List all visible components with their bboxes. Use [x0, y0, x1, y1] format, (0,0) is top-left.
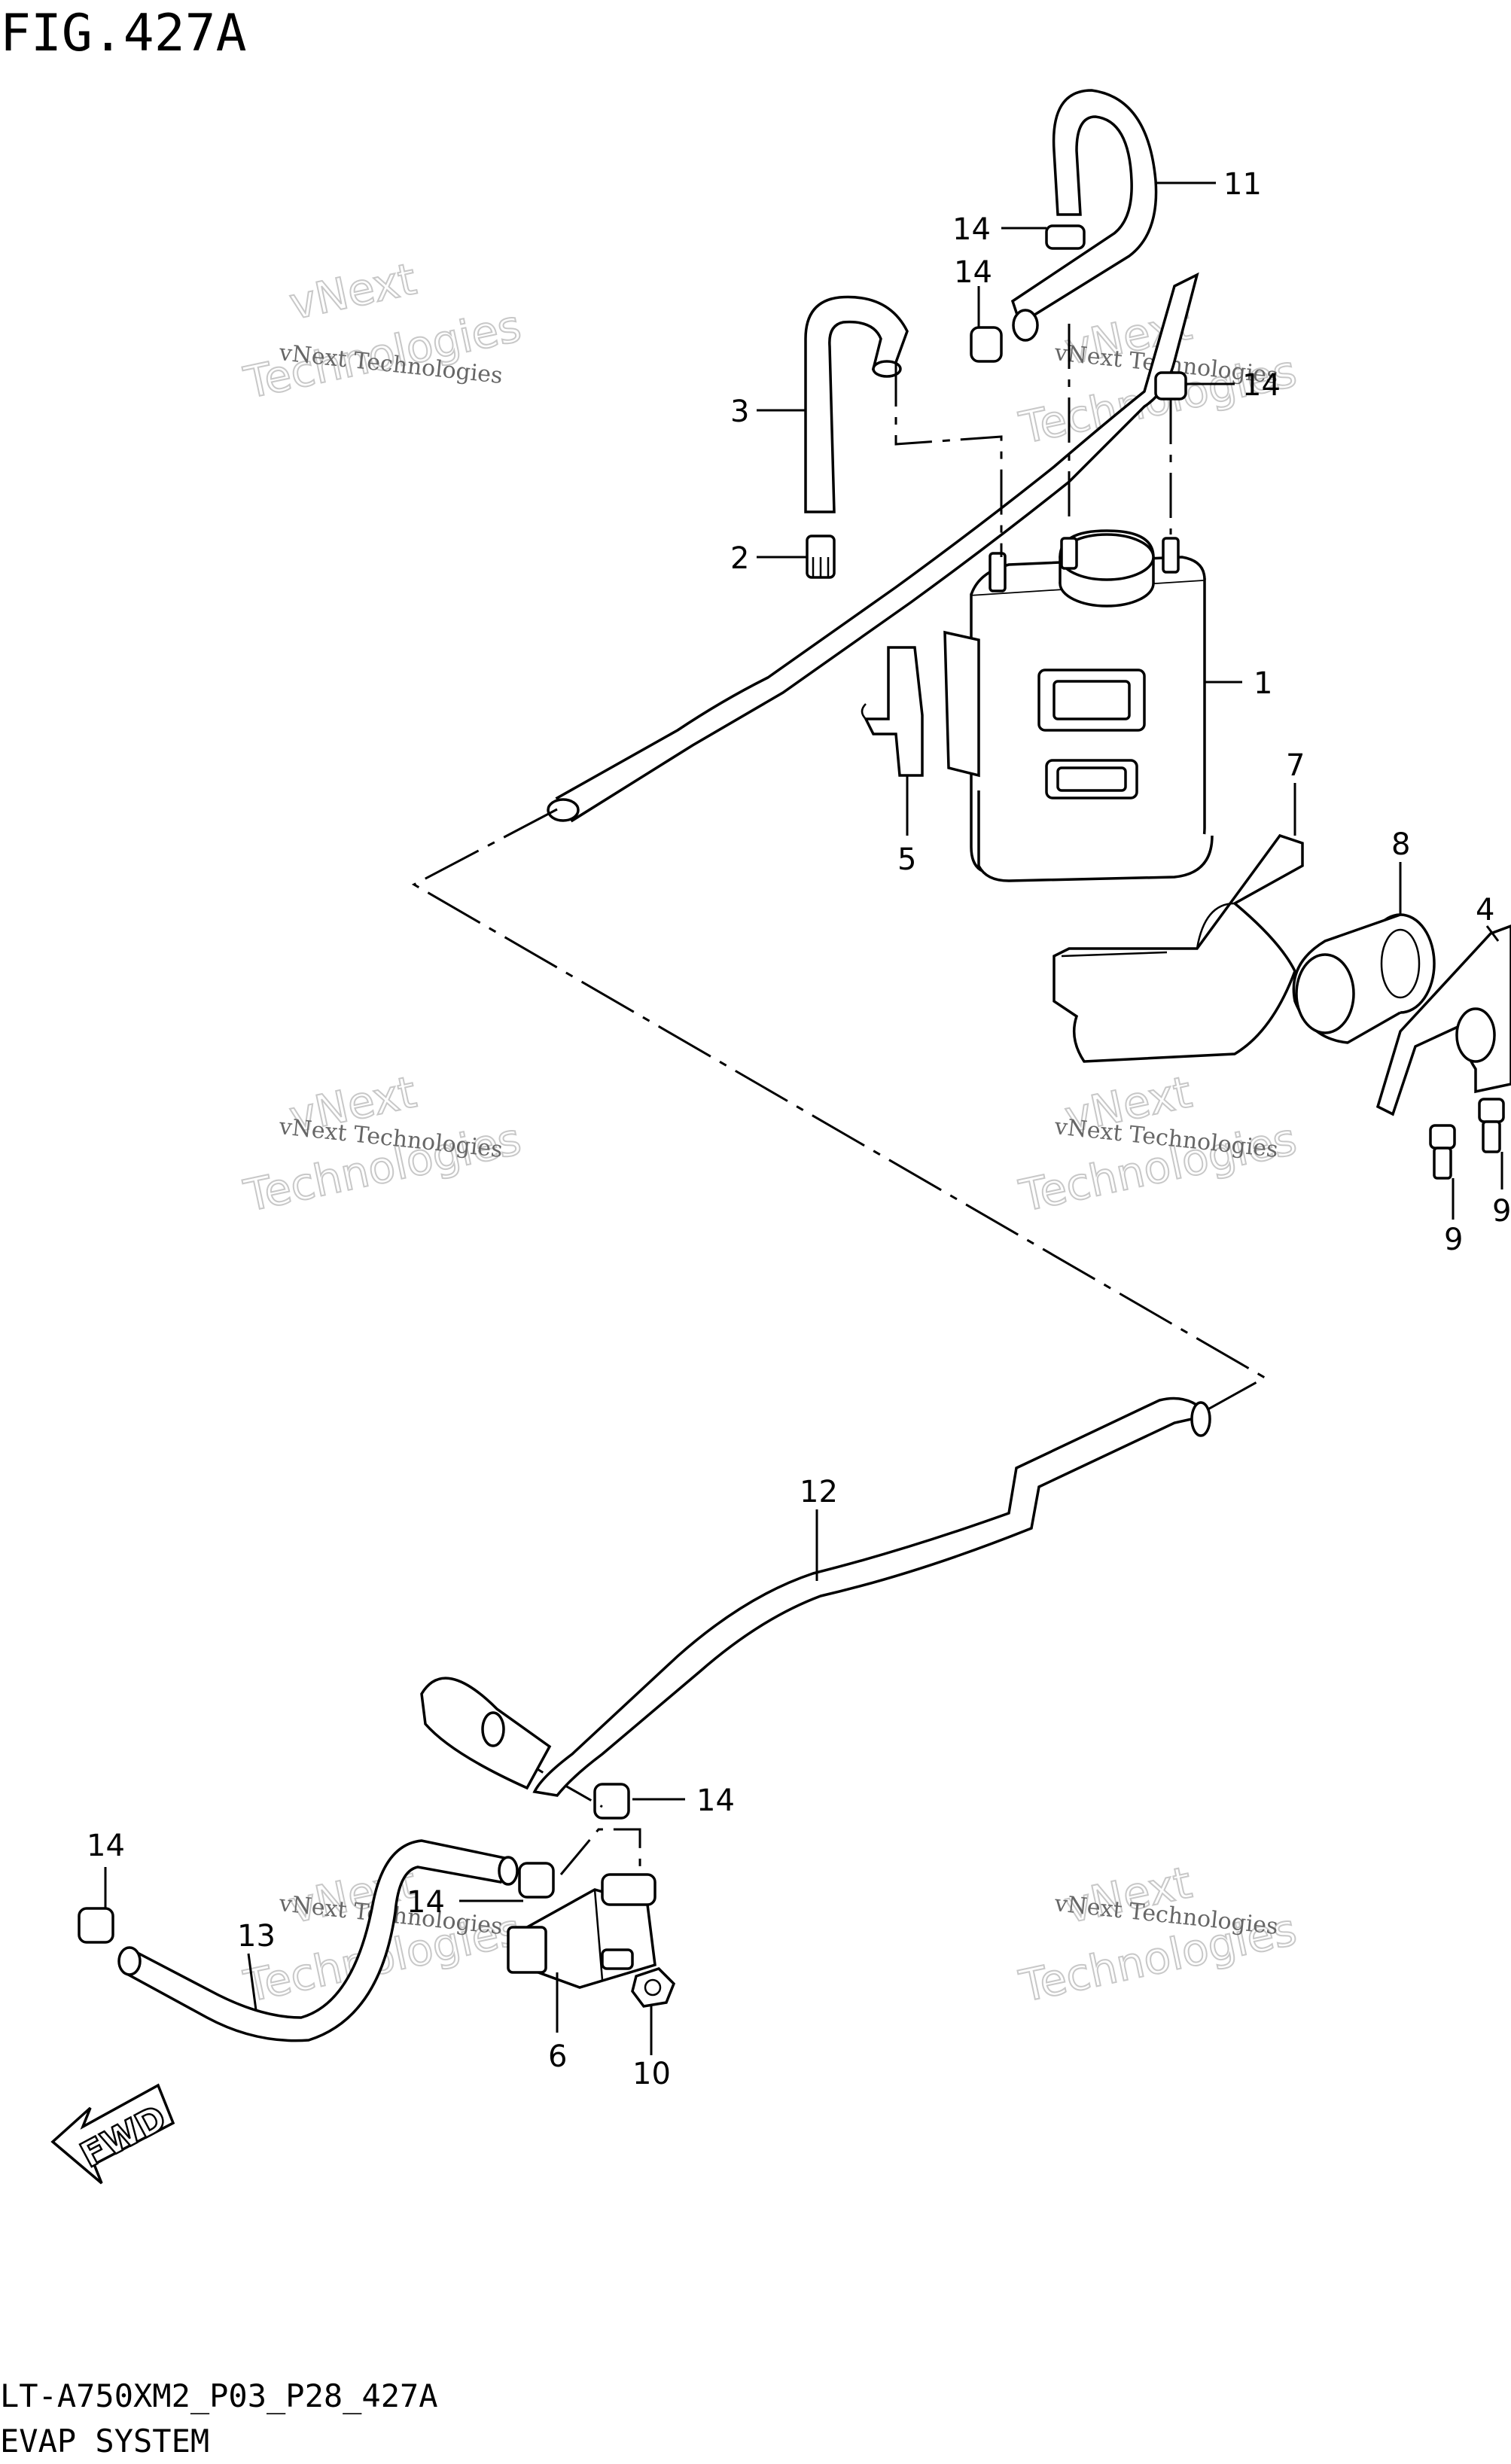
short-hose-segment: [420, 1677, 552, 1790]
callout-7: 7: [1286, 748, 1305, 783]
part-1-canister: [943, 529, 1214, 882]
callout-4: 4: [1476, 893, 1494, 927]
part-2-fitting: [806, 535, 836, 579]
callout-1: 1: [1254, 666, 1272, 701]
callout-14-b: 14: [954, 255, 992, 290]
part-5-bracket: [861, 646, 924, 777]
callout-10: 10: [632, 2057, 671, 2091]
callout-13: 13: [237, 1919, 276, 1954]
part-12-hose: [532, 1396, 1211, 1797]
callout-9-b: 9: [1492, 1194, 1511, 1229]
part-6-valve: [507, 1873, 656, 1989]
part-10-nut: [631, 1966, 676, 2008]
callout-8: 8: [1391, 827, 1410, 862]
watermark-group: vNext Technologies vNext Technologies vN…: [239, 252, 1302, 2013]
part-4-clamp: [1375, 924, 1511, 1116]
upper-long-hose: [547, 272, 1199, 823]
part-8-cushion: [1292, 913, 1436, 1044]
section-name: EVAP SYSTEM: [0, 2423, 210, 2459]
leader-lines: [104, 181, 1503, 2055]
figure-code: LT-A750XM2_P03_P28_427A: [0, 2377, 438, 2414]
callouts: 11 14 14 14 3 2 1 5 7 8 4 9 9 12 14 14 1…: [87, 167, 1511, 2091]
callout-14-c: 14: [1242, 368, 1281, 403]
part-11-hose: [1010, 89, 1158, 342]
part-7-bracket: [1053, 833, 1304, 1063]
part-9-bolts: [1429, 1098, 1505, 1180]
part-3-hose: [804, 295, 909, 513]
part-13-hose: [117, 1839, 519, 2042]
callout-6: 6: [548, 2039, 567, 2074]
callout-3: 3: [730, 394, 749, 429]
callout-5: 5: [897, 842, 916, 877]
callout-14-f: 14: [87, 1829, 125, 1863]
callout-14-a: 14: [952, 212, 991, 247]
part-14-clamps: [78, 224, 1187, 1944]
watermark-large-1: vNext: [285, 253, 421, 330]
callout-12: 12: [800, 1475, 838, 1509]
callout-11: 11: [1223, 167, 1262, 202]
callout-14-e: 14: [407, 1885, 445, 1920]
callout-14-d: 14: [696, 1783, 735, 1818]
figure-title: FIG.427A: [0, 4, 247, 63]
fwd-arrow: FWD: [50, 2083, 175, 2185]
callout-2: 2: [730, 541, 749, 576]
connection-lines: [411, 324, 1268, 1882]
callout-9-a: 9: [1444, 1223, 1463, 1257]
